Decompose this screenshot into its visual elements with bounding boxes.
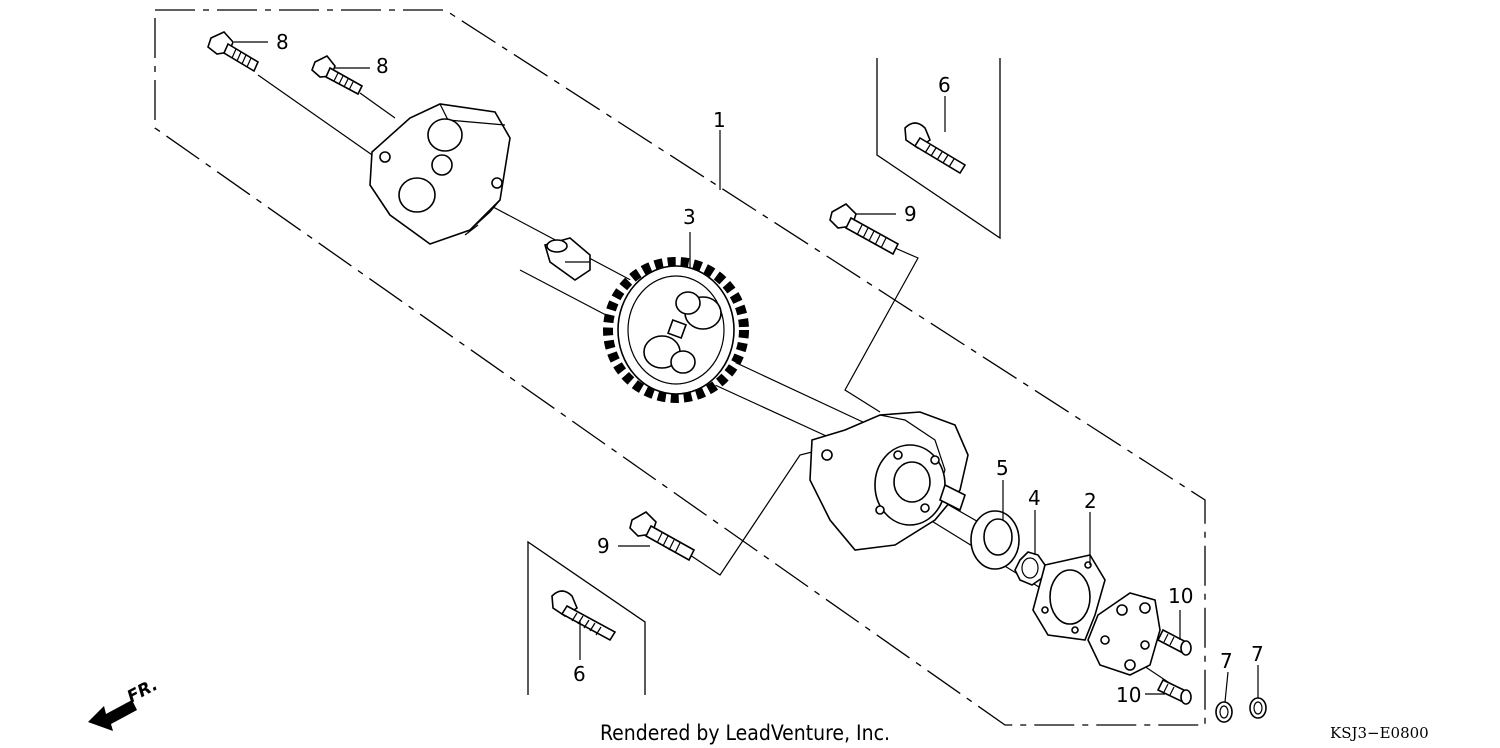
o-ring-7-left	[1215, 701, 1233, 723]
side-box-lower	[527, 540, 646, 695]
end-plate	[1087, 592, 1161, 676]
callout-6: 6	[573, 662, 586, 686]
callout-7: 7	[1251, 642, 1264, 666]
callout-6: 6	[938, 73, 951, 97]
callout-1: 1	[713, 108, 726, 132]
pump-shaft	[544, 237, 591, 281]
callout-9: 9	[904, 202, 917, 226]
footer-credit: Rendered by LeadVenture, Inc.	[600, 721, 890, 745]
callout-5: 5	[996, 456, 1009, 480]
gasket	[1032, 554, 1106, 641]
bolt-9-upper	[829, 203, 900, 256]
leader-lines	[234, 41, 1259, 703]
callout-4: 4	[1028, 486, 1041, 510]
o-ring-7-right	[1249, 697, 1267, 719]
callout-10: 10	[1168, 584, 1193, 608]
callout-8: 8	[376, 54, 389, 78]
bolt-9-lower	[629, 511, 696, 562]
pump-cover	[369, 103, 511, 245]
front-direction-arrow: FR.	[88, 675, 161, 731]
bolt-8-upper-right	[311, 54, 364, 96]
callout-2: 2	[1084, 489, 1097, 513]
callout-9: 9	[597, 534, 610, 558]
callout-8: 8	[276, 30, 289, 54]
callout-labels: 8 8 1 3 6 9 9 5 4 2 10 10 6 7 7	[276, 30, 1264, 707]
side-box-upper	[876, 58, 1001, 240]
pump-body	[809, 411, 969, 551]
bolt-8-upper-left	[207, 31, 260, 73]
callout-3: 3	[683, 205, 696, 229]
bolt-6-lower	[551, 590, 617, 642]
screw-10-upper	[1156, 628, 1192, 656]
assembly-frame	[154, 9, 1206, 726]
diagram-code: KSJ3−E0800	[1330, 724, 1429, 742]
arrow-icon	[88, 700, 137, 731]
bolt-6-upper	[904, 122, 967, 175]
screw-10-lower	[1156, 678, 1192, 705]
callout-7: 7	[1220, 649, 1233, 673]
pump-gear	[603, 257, 749, 403]
outer-rotor	[970, 510, 1020, 570]
callout-10: 10	[1116, 683, 1141, 707]
